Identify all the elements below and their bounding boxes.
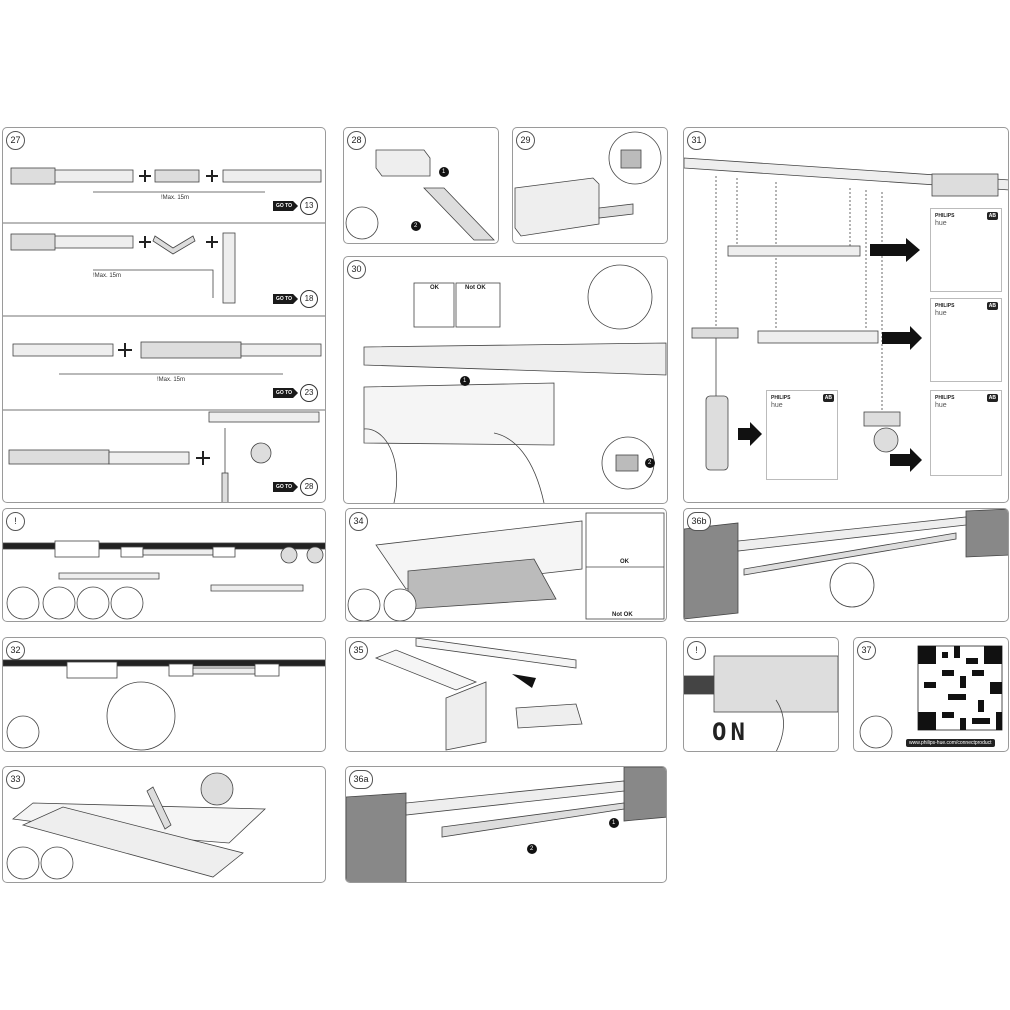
warning-panel-track: ! xyxy=(2,508,326,622)
max-length-label: !Max. 15m xyxy=(93,273,122,279)
warning-panel-power-on: ! ON xyxy=(683,637,839,752)
step-27-illustration xyxy=(3,167,325,502)
step-28-illustration xyxy=(345,149,495,241)
max-length-label: !Max. 15m xyxy=(161,195,190,201)
warning-icon: ! xyxy=(6,512,25,531)
step-number: 27 xyxy=(6,131,25,150)
step-badge-1: 1 xyxy=(612,820,616,826)
step-badge-1: 1 xyxy=(442,169,446,175)
step-number: 34 xyxy=(349,512,368,531)
step-37-panel: 37 www.philips-hue.com/connectproduct xyxy=(853,637,1009,752)
step-27-panel: 27 xyxy=(2,127,326,503)
warning-illustration xyxy=(3,540,325,620)
step-badge-2: 2 xyxy=(648,460,652,466)
ok-label: OK xyxy=(620,559,629,565)
step-number: 36b xyxy=(687,512,711,531)
max-length-label: !Max. 15m xyxy=(157,377,186,383)
step-36a-panel: 36a 1 2 xyxy=(345,766,667,883)
step-number: 37 xyxy=(857,641,876,660)
product-box-1: PHILIPS hue AB xyxy=(930,208,1002,292)
not-ok-label: Not OK xyxy=(612,612,633,618)
step-31-panel: 31 PHILIPS hue AB xyxy=(683,127,1009,503)
step-31-illustration xyxy=(684,157,1008,472)
product-box-3: PHILIPS hue AB xyxy=(766,390,838,480)
step-number: 33 xyxy=(6,770,25,789)
step-36b-panel: 36b xyxy=(683,508,1009,622)
product-box-2: PHILIPS hue AB xyxy=(930,298,1002,382)
step-35-illustration xyxy=(374,638,583,751)
step-34-panel: 34 OK Not OK xyxy=(345,508,667,622)
step-number: 30 xyxy=(347,260,366,279)
step-29-illustration xyxy=(514,131,662,237)
step-badge-1: 1 xyxy=(463,378,467,384)
step-number: 32 xyxy=(6,641,25,660)
step-36a-illustration xyxy=(346,767,666,882)
step-33-panel: 33 xyxy=(2,766,326,883)
step-number: 36a xyxy=(349,770,373,789)
step-30-illustration xyxy=(363,264,667,503)
step-33-illustration xyxy=(6,772,266,880)
step-29-panel: 29 xyxy=(512,127,668,244)
product-box-4: PHILIPS hue AB xyxy=(930,390,1002,476)
step-number: 29 xyxy=(516,131,535,150)
warning-icon: ! xyxy=(687,641,706,660)
step-32-illustration xyxy=(3,659,325,751)
qr-code-area xyxy=(859,645,1003,749)
power-on-text: ON xyxy=(712,718,749,746)
breaker-illustration xyxy=(684,655,838,751)
step-number: 28 xyxy=(347,131,366,150)
step-badge-2: 2 xyxy=(414,223,418,229)
step-30-panel: 30 OK Not OK 1 2 xyxy=(343,256,668,504)
step-32-panel: 32 xyxy=(2,637,326,752)
not-ok-label: Not OK xyxy=(465,285,486,291)
step-35-panel: 35 xyxy=(345,637,667,752)
step-number: 35 xyxy=(349,641,368,660)
step-28-panel: 28 1 2 xyxy=(343,127,499,244)
connect-product-url[interactable]: www.philips-hue.com/connectproduct xyxy=(906,739,995,747)
ok-label: OK xyxy=(430,285,439,291)
step-34-illustration xyxy=(347,512,665,621)
step-36b-illustration xyxy=(684,509,1008,620)
step-number: 31 xyxy=(687,131,706,150)
step-badge-2: 2 xyxy=(530,846,534,852)
